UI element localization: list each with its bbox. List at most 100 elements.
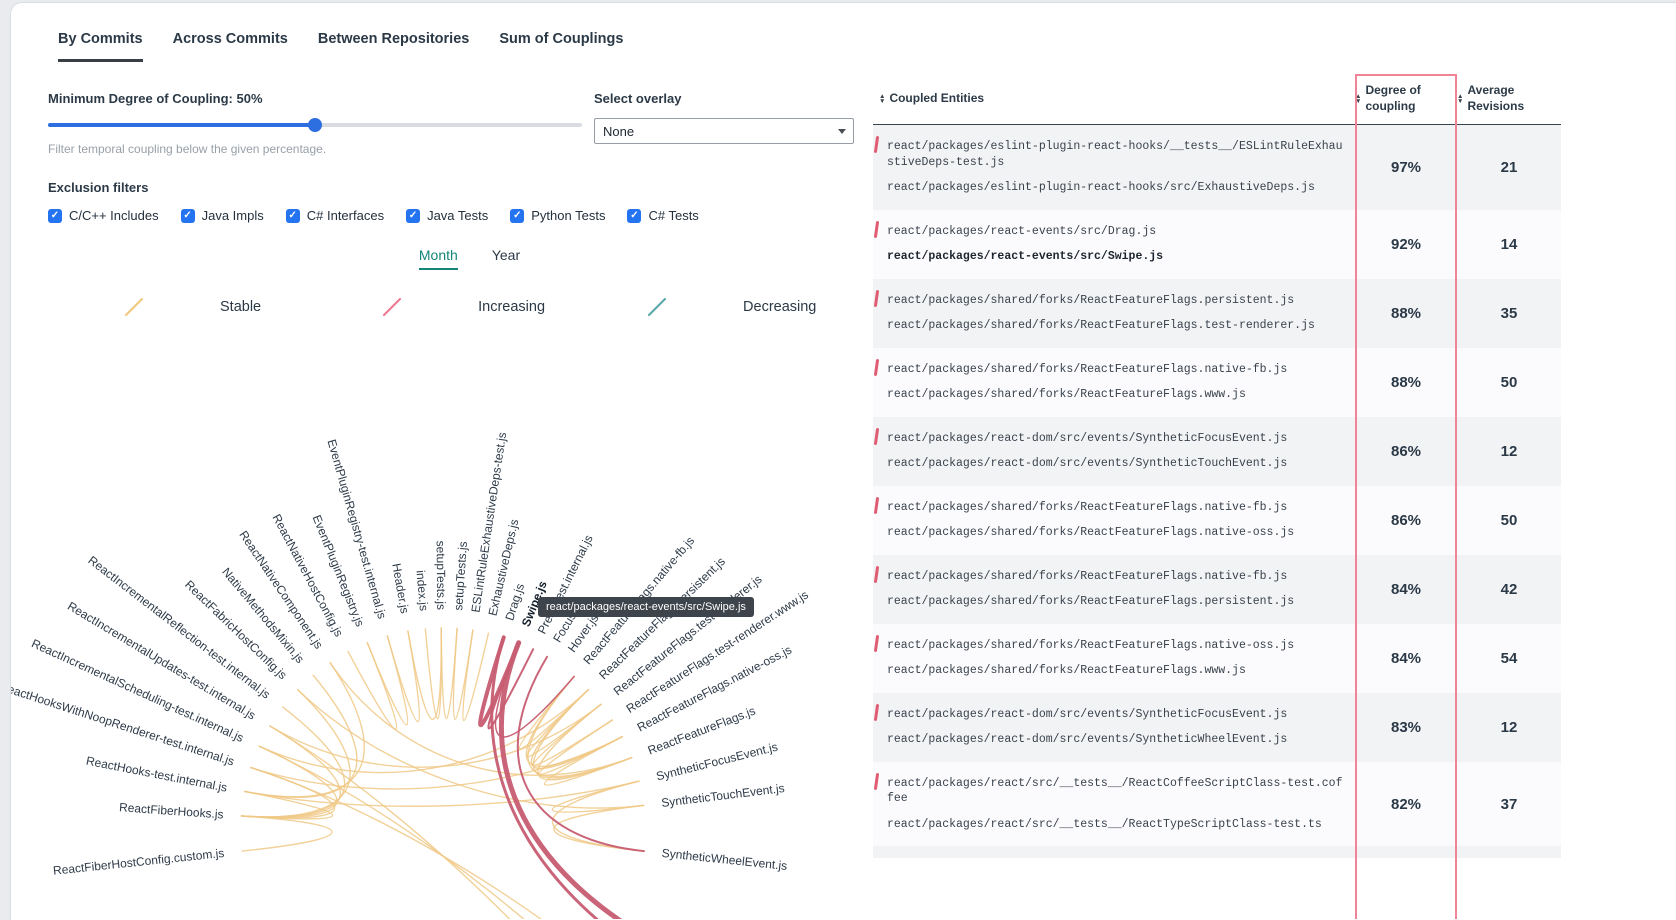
- average-revisions-value: 42: [1500, 580, 1518, 598]
- diagram-label-reactfeatureflags-js[interactable]: ReactFeatureFlags.js: [646, 704, 757, 758]
- coupling-edge-increasing[interactable]: [478, 635, 521, 728]
- diagram-label-drag-js[interactable]: Drag.js: [502, 582, 527, 622]
- coupled-entities-cell: react/packages/shared/forks/ReactFeature…: [873, 555, 1355, 624]
- table-row[interactable]: react/packages/shared/forks/ReactFeature…: [873, 347, 1561, 417]
- header-label: Degree of coupling: [1365, 83, 1421, 113]
- filter-c-tests[interactable]: ✓ C# Tests: [627, 208, 699, 223]
- entity-path: react/packages/react-dom/src/events/Synt…: [887, 431, 1288, 445]
- coupling-edge-increasing[interactable]: [490, 635, 659, 919]
- diagram-label-eslintruleexhaustivedeps-test-js[interactable]: ESLintRuleExhaustiveDeps-test.js: [468, 431, 509, 613]
- average-revisions-value: 12: [1500, 442, 1518, 460]
- table-row[interactable]: react/packages/react-dom/src/events/Synt…: [873, 416, 1561, 486]
- coupling-slider[interactable]: [48, 118, 582, 132]
- diagram-label-reactfiberhostconfig-custom-js[interactable]: ReactFiberHostConfig.custom.js: [52, 846, 225, 878]
- checkbox-checked-icon[interactable]: ✓: [627, 208, 642, 223]
- degree-of-coupling-value: 86%: [1390, 511, 1422, 529]
- sort-icon[interactable]: ▲▼: [879, 93, 886, 105]
- diagram-label-reactfeatureflags-persistent-js[interactable]: ReactFeatureFlags.persistent.js: [596, 554, 728, 682]
- filter-label: C# Tests: [648, 208, 699, 223]
- header-average-revisions[interactable]: ▲▼ Average Revisions: [1457, 83, 1561, 114]
- coupling-edge-stable: [258, 688, 590, 774]
- diagram-label-header-js[interactable]: Header.js: [389, 562, 412, 614]
- table-row[interactable]: react/packages/shared/forks/ReactFeature…: [873, 623, 1561, 693]
- tab-by-commits[interactable]: By Commits: [58, 31, 143, 62]
- diagram-label-reacthookswithnooprenderer-test-internal-js[interactable]: ReactHooksWithNoopRenderer-test.internal…: [11, 679, 236, 768]
- tab-sum-of-couplings[interactable]: Sum of Couplings: [499, 31, 624, 47]
- average-revisions-value: 54: [1500, 649, 1518, 667]
- coupling-edge-stable: [269, 703, 602, 768]
- filter-java-impls[interactable]: ✓Java Impls: [180, 208, 264, 223]
- diagram-label-reactfabrichostconfig-js[interactable]: ReactFabricHostConfig.js: [182, 578, 290, 683]
- coupling-edge-stable: [543, 736, 633, 786]
- coupling-table: ▲▼ Coupled Entities ▲▼ Degree of couplin…: [873, 74, 1561, 919]
- content: Minimum Degree of Coupling: 50% Filter t…: [11, 74, 1676, 919]
- table-row[interactable]: react/packages/shared/forks/ReactFeature…: [873, 485, 1561, 555]
- diagram-label-hover-js[interactable]: Hover.js: [565, 611, 602, 654]
- diagram-label-reactfiberhooks-js[interactable]: ReactFiberHooks.js: [119, 800, 224, 821]
- filter-java-tests[interactable]: ✓Java Tests: [406, 208, 488, 223]
- coupling-edge-increasing[interactable]: [487, 641, 535, 730]
- tab-across-commits[interactable]: Across Commits: [172, 31, 288, 47]
- diagram-label-reactincrementalscheduling-test-internal-js[interactable]: ReactIncrementalScheduling-test.internal…: [29, 636, 245, 745]
- filter-python-tests[interactable]: ✓Python Tests: [510, 208, 605, 223]
- checkbox-checked-icon[interactable]: ✓: [285, 208, 300, 223]
- header-label: Coupled Entities: [889, 91, 985, 106]
- coupling-edge-increasing[interactable]: [498, 640, 668, 919]
- checkbox-checked-icon[interactable]: ✓: [406, 208, 421, 223]
- filter-c-interfaces[interactable]: ✓C# Interfaces: [285, 208, 384, 223]
- diagram-label-reactincrementalupdates-test-internal-js[interactable]: ReactIncrementalUpdates-test.internal.js: [65, 599, 258, 723]
- average-revisions-value: 37: [1500, 795, 1518, 813]
- diagram-label-reactfeatureflags-native-oss-js[interactable]: ReactFeatureFlags.native-oss.js: [635, 643, 794, 735]
- diagram-label-eventpluginregistry-test-internal-js[interactable]: EventPluginRegistry-test.internal.js: [324, 438, 389, 621]
- overlay-select[interactable]: None: [594, 118, 854, 144]
- table-row[interactable]: react/packages/eslint-plugin-react-hooks…: [873, 125, 1561, 210]
- coupling-edge-increasing[interactable]: [516, 655, 645, 853]
- diagram-label-reactnativecomponent-js[interactable]: ReactNativeComponent.js: [236, 528, 326, 651]
- table-row[interactable]: react/packages/react/src/__tests__/React…: [873, 761, 1561, 847]
- table-row[interactable]: react/packages/shared/forks/ReactFeature…: [873, 278, 1561, 348]
- period-tab-year[interactable]: Year: [491, 247, 521, 263]
- coupling-edge-stable: [240, 745, 338, 819]
- sort-icon[interactable]: ▲▼: [1355, 93, 1362, 105]
- diagram-label-nativemethodsmixin-js[interactable]: NativeMethodsMixin.js: [219, 565, 307, 666]
- sort-icon[interactable]: ▲▼: [1457, 93, 1464, 105]
- tab-between-repositories[interactable]: Between Repositories: [317, 31, 470, 47]
- header-degree-of-coupling[interactable]: ▲▼ Degree of coupling: [1355, 83, 1457, 114]
- degree-of-coupling-value: 97%: [1390, 158, 1422, 176]
- average-revisions-value: 21: [1500, 158, 1518, 176]
- diagram-label-syntheticwheelevent-js[interactable]: SyntheticWheelEvent.js: [661, 846, 788, 873]
- degree-of-coupling-value: 88%: [1390, 373, 1422, 391]
- table-row[interactable]: react/packages/react-dom/src/events/Synt…: [873, 692, 1561, 762]
- diagram-label-press-test-internal-js[interactable]: Press-test.internal.js: [535, 533, 596, 637]
- entity-path: react/packages/shared/forks/ReactFeature…: [887, 500, 1288, 514]
- period-tabs: Month Year: [11, 247, 873, 270]
- coupled-entities-cell: react/packages/shared/forks/ReactFeature…: [873, 486, 1355, 555]
- diagram-label-reactfeatureflags-test-renderer-js[interactable]: ReactFeatureFlags.test-renderer.js: [611, 572, 765, 698]
- checkbox-checked-icon[interactable]: ✓: [180, 208, 195, 223]
- diagram-label-eventpluginregistry-js[interactable]: EventPluginRegistry.js: [310, 513, 368, 629]
- coupling-edge-stable: [244, 780, 640, 807]
- average-revisions-value: 50: [1500, 373, 1518, 391]
- diagram-label-synthetictouchevent-js[interactable]: SyntheticTouchEvent.js: [660, 781, 785, 810]
- checkbox-checked-icon[interactable]: ✓: [48, 208, 62, 223]
- diagram-label-setuptests-js[interactable]: setupTests.js: [451, 541, 470, 611]
- header-coupled-entities[interactable]: ▲▼ Coupled Entities: [873, 91, 1355, 107]
- diagram-label-setuptests-js[interactable]: setupTests.js: [434, 541, 449, 610]
- diagram-label-exhaustivedeps-js[interactable]: ExhaustiveDeps.js: [486, 518, 522, 617]
- slider-thumb[interactable]: [308, 118, 322, 132]
- diagram-label-reactnativehostconfig-js[interactable]: ReactNativeHostConfig.js: [269, 512, 346, 639]
- diagram-label-reacthooks-test-internal-js[interactable]: ReactHooks-test.internal.js: [85, 754, 228, 795]
- table-row[interactable]: react/packages/shared/forks/ReactFeature…: [873, 554, 1561, 624]
- diagram-label-index-js[interactable]: index.js: [413, 570, 430, 612]
- diagram-label-syntheticfocusevent-js[interactable]: SyntheticFocusEvent.js: [655, 740, 779, 784]
- diagram-label-reactincrementalreflection-test-internal-js[interactable]: ReactIncrementalReflection-test.internal…: [85, 553, 272, 701]
- coupled-entities-cell: react/packages/shared/forks/ReactFeature…: [873, 624, 1355, 693]
- degree-of-coupling-value: 92%: [1390, 235, 1422, 253]
- main-tabs: By Commits Across Commits Between Reposito…: [11, 3, 1676, 62]
- entity-path: react/packages/shared/forks/ReactFeature…: [887, 595, 1295, 609]
- period-tab-month[interactable]: Month: [418, 247, 458, 270]
- checkbox-checked-icon[interactable]: ✓: [510, 208, 525, 223]
- coupling-edge-increasing[interactable]: [494, 641, 575, 738]
- filter-c-c-includes[interactable]: ✓C/C++ Includes: [48, 208, 159, 223]
